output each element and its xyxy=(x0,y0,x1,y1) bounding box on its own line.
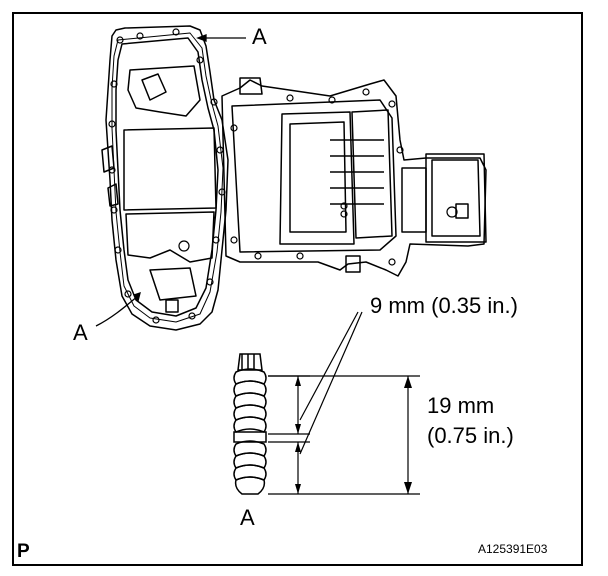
figure-frame xyxy=(12,12,583,566)
label-a-left: A xyxy=(73,320,88,345)
flange-inner xyxy=(115,37,219,317)
left-compartment-upper xyxy=(123,127,217,211)
dimension-total-mm-label: 19 mm xyxy=(427,393,495,418)
dimension-small-label: 9 mm (0.35 in.) xyxy=(370,293,518,318)
figure-id: A125391E03 xyxy=(478,542,548,556)
oil-pan-right-body xyxy=(221,79,487,277)
corner-code: P xyxy=(17,541,30,562)
label-a-top: A xyxy=(252,24,267,49)
oil-pan-outline xyxy=(105,25,229,331)
left-compartment-lower xyxy=(125,211,215,263)
leader-a-left xyxy=(95,295,139,327)
left-top-pocket xyxy=(127,65,201,117)
dimension-total-in-label: (0.75 in.) xyxy=(427,423,514,448)
stud-bolt xyxy=(233,353,267,495)
label-a-bottom: A xyxy=(240,505,255,530)
